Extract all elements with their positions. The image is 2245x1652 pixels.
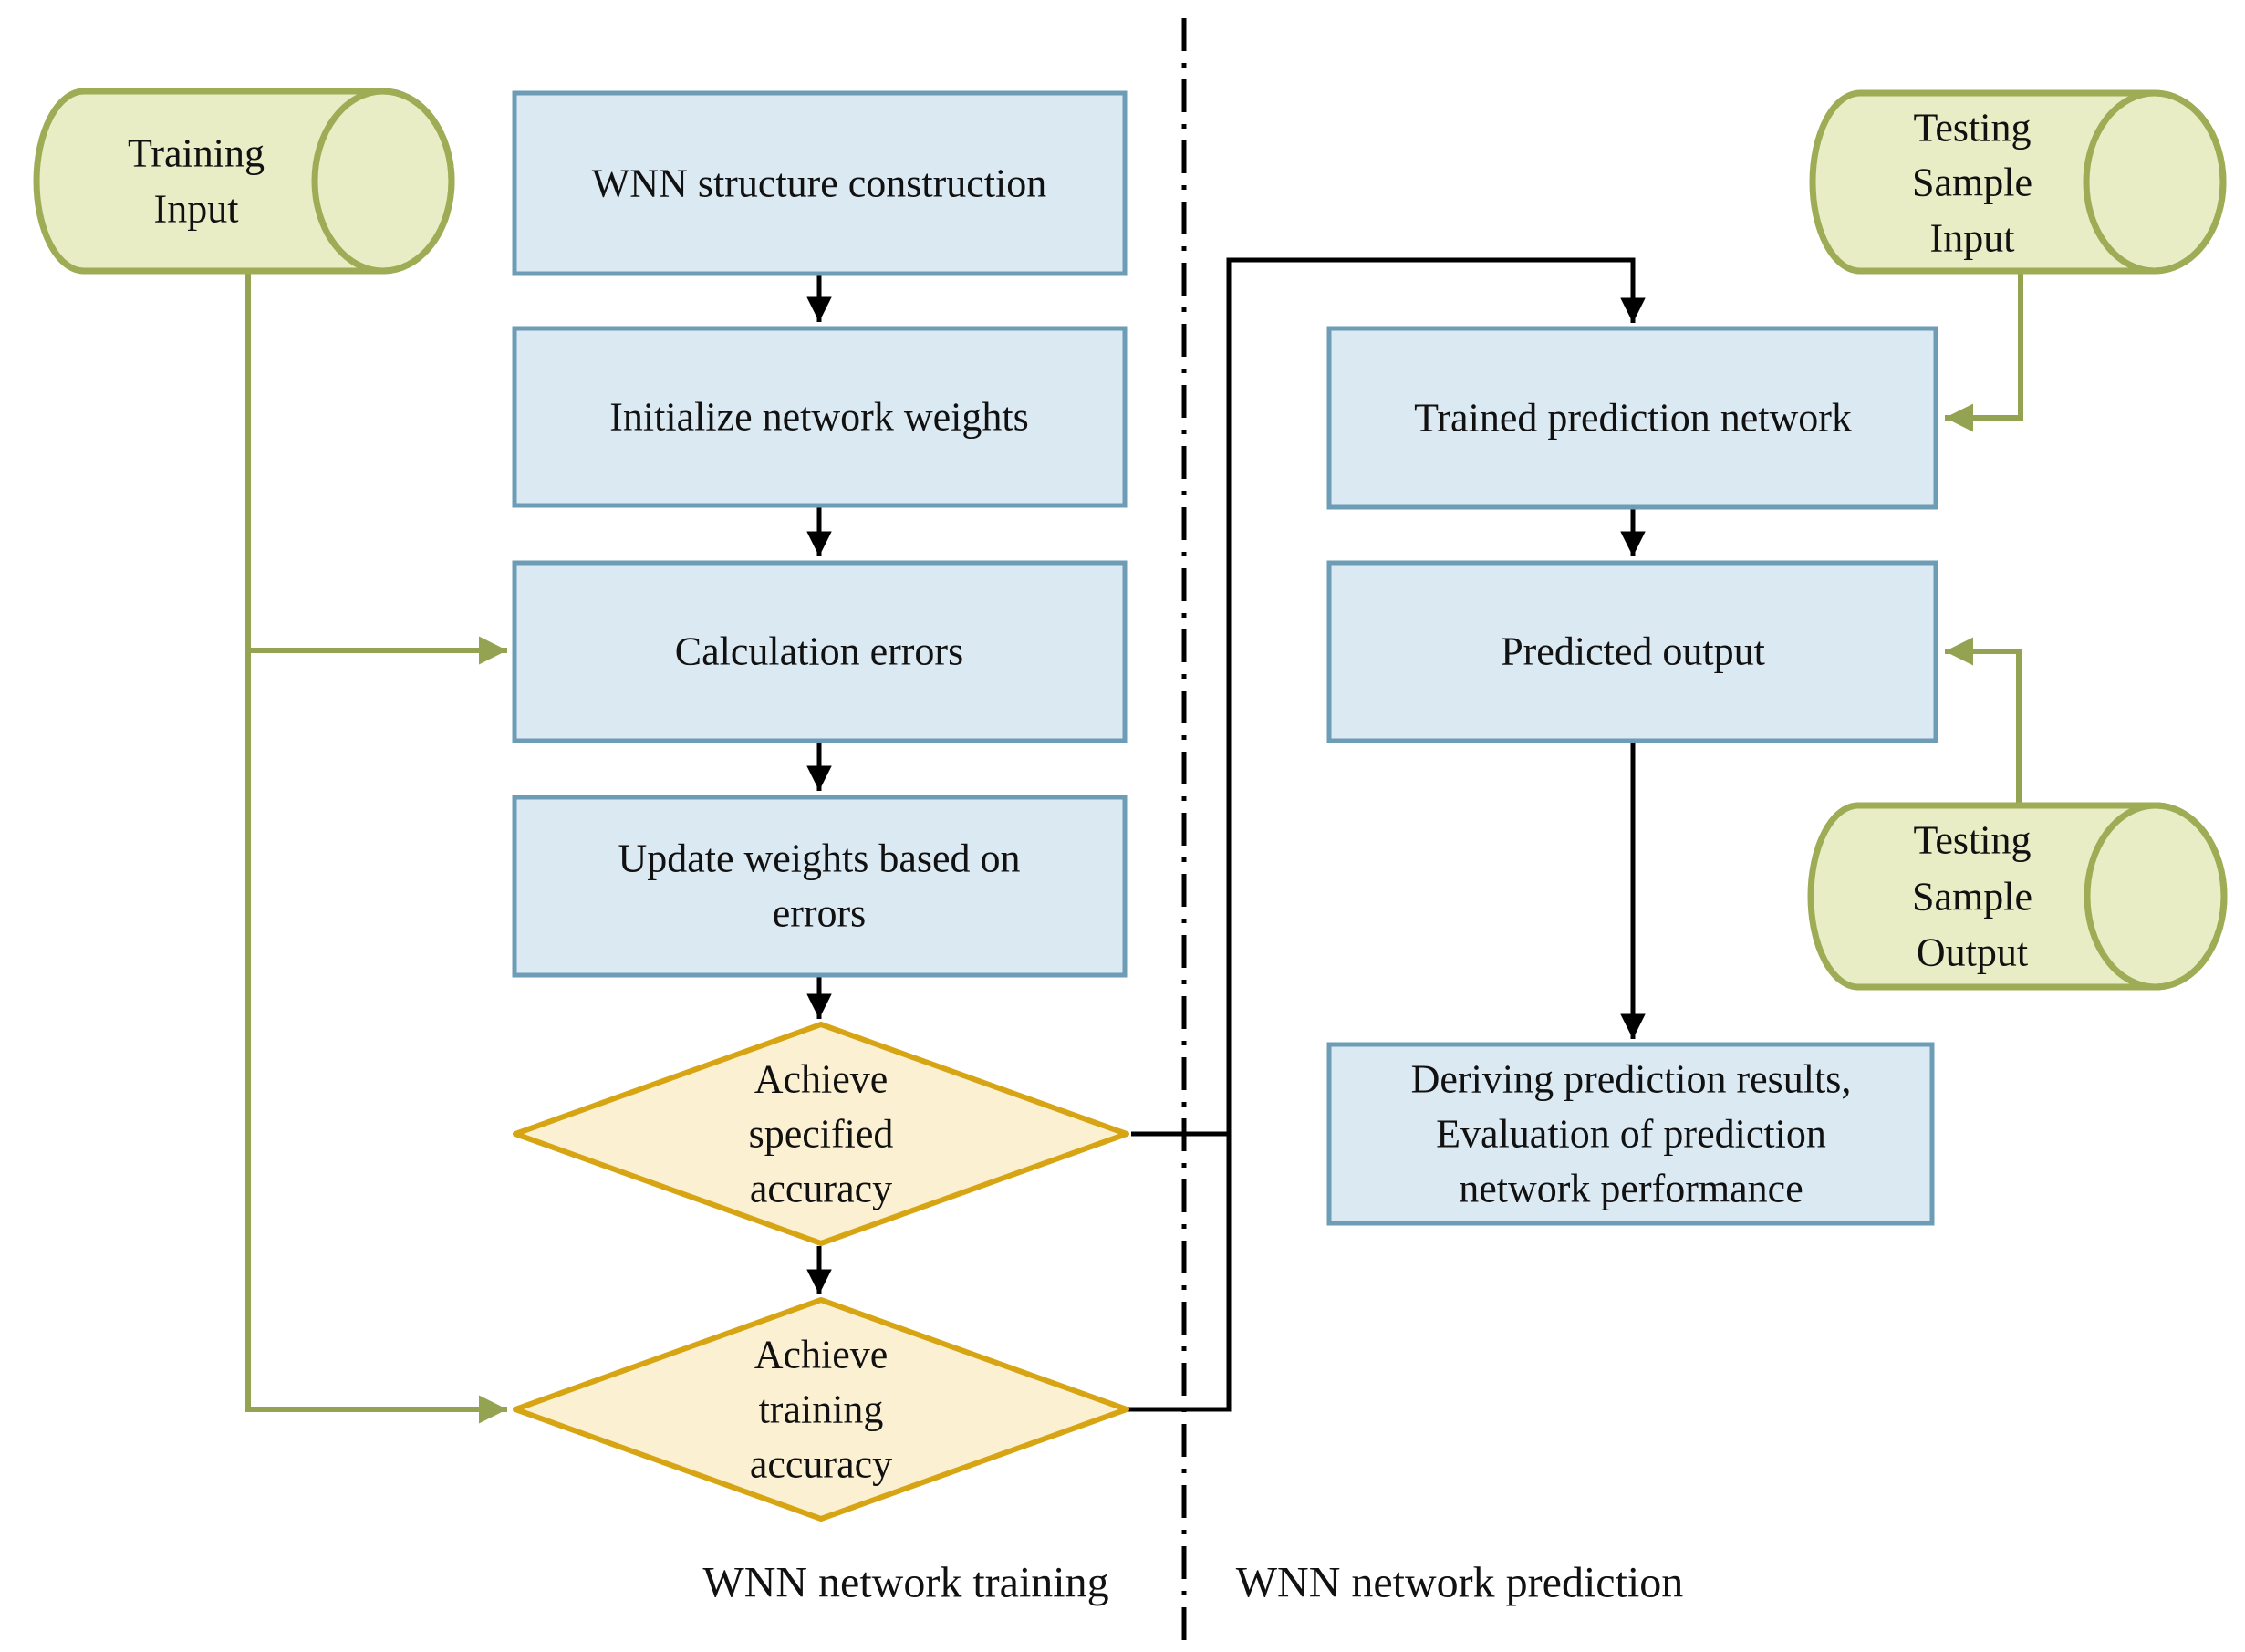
edge-testing-output-to-predicted — [1945, 637, 2022, 805]
green-data-edges — [245, 271, 2023, 1424]
process-box-label: WNN structure construction — [592, 161, 1047, 206]
decision-diamond — [513, 1297, 1129, 1522]
node-predicted-output: Predicted output — [1326, 560, 1938, 743]
testing-input-label: Input — [1930, 216, 2015, 261]
process-box-label: Predicted output — [1501, 629, 1765, 674]
decision-label: Achieve — [754, 1057, 889, 1102]
node-training-input: Training Input — [33, 88, 455, 275]
testing-output-cylinder-cap — [2084, 802, 2228, 991]
process-box-label: Update weights based on — [618, 836, 1020, 881]
process-box-label: Trained prediction network — [1414, 396, 1852, 441]
decision-label: specified — [749, 1112, 894, 1157]
training-input-cylinder-cap — [311, 88, 455, 275]
node-trained-prediction-network: Trained prediction network — [1326, 326, 1938, 510]
node-update-weights: Update weights based on errors — [512, 795, 1128, 978]
node-testing-sample-input: Testing Sample Input — [1809, 89, 2227, 275]
node-achieve-training-accuracy: Achieve training accuracy — [513, 1297, 1129, 1522]
process-box — [512, 90, 1128, 276]
testing-input-label: Sample — [1912, 161, 2032, 205]
node-deriving-prediction-results: Deriving prediction results, Evaluation … — [1326, 1042, 1935, 1226]
process-box-label: errors — [773, 891, 867, 936]
process-box — [512, 560, 1128, 743]
edge-testing-input-to-trained-network — [1945, 271, 2023, 432]
edge-training-input-to-training-accuracy — [245, 271, 507, 1424]
testing-input-label: Testing — [1914, 106, 2032, 151]
node-wnn-structure-construction: WNN structure construction — [512, 90, 1128, 276]
process-box-label: network performance — [1459, 1167, 1803, 1211]
process-box-label: Initialize network weights — [609, 395, 1028, 440]
process-box-label: Calculation errors — [675, 629, 963, 674]
decision-diamond — [513, 1022, 1129, 1246]
training-input-label: Input — [154, 187, 239, 232]
training-input-label: Training — [128, 131, 265, 176]
edge-feedback-to-trained-network — [1127, 257, 1646, 1412]
testing-output-label: Output — [1917, 930, 2028, 975]
process-box-label: Deriving prediction results, — [1411, 1057, 1852, 1102]
node-initialize-network-weights: Initialize network weights — [512, 326, 1128, 508]
process-box — [1326, 326, 1938, 510]
testing-output-label: Testing — [1914, 818, 2032, 863]
process-box — [512, 326, 1128, 508]
process-box-label: Evaluation of prediction — [1436, 1112, 1826, 1157]
process-box — [1326, 560, 1938, 743]
decision-label: training — [759, 1387, 884, 1432]
process-box — [1326, 1042, 1935, 1226]
decision-label: Achieve — [754, 1333, 889, 1377]
prediction-region-title: WNN network prediction — [1236, 1559, 1684, 1607]
training-region-title: WNN network training — [702, 1559, 1108, 1607]
process-box — [512, 795, 1128, 978]
testing-input-cylinder-cap — [2083, 89, 2227, 275]
node-testing-sample-output: Testing Sample Output — [1807, 802, 2228, 991]
decision-label: accuracy — [750, 1442, 892, 1487]
training-input-cylinder — [33, 88, 455, 275]
decision-label: accuracy — [750, 1167, 892, 1211]
node-calculation-errors: Calculation errors — [512, 560, 1128, 743]
node-achieve-specified-accuracy: Achieve specified accuracy — [513, 1022, 1129, 1246]
testing-output-label: Sample — [1912, 875, 2032, 920]
black-flow-edges — [806, 257, 1646, 1412]
